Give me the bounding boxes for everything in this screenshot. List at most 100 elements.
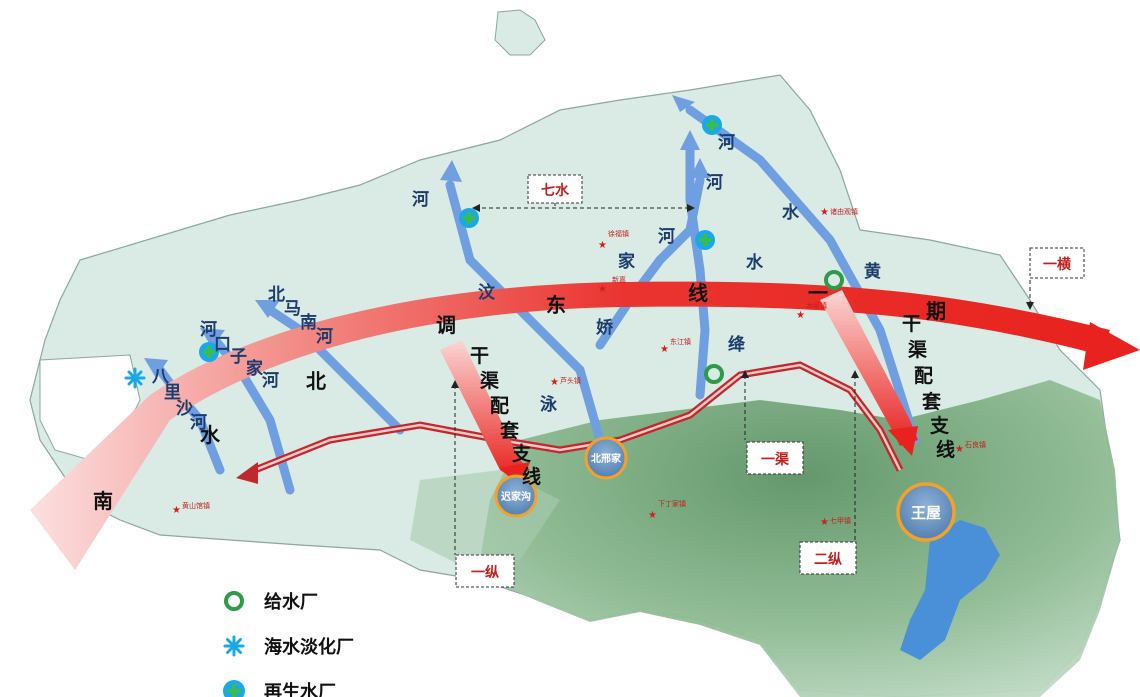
station-beixingjia: 北邢家 xyxy=(584,436,628,480)
arrowhead-west-2 xyxy=(200,328,225,348)
pointer-qishui-left-head xyxy=(472,204,480,212)
river-yong-char: 泳 xyxy=(540,394,558,415)
town-star: ★ xyxy=(598,240,607,251)
boxed-labels: 七水 一横 一渠 一纵 二纵 xyxy=(455,174,1085,588)
legend-item-water-supply: 给水厂 xyxy=(222,578,442,623)
southern-mountains xyxy=(480,380,1120,697)
main-route-char: 调 xyxy=(436,313,456,337)
town-star: ★ xyxy=(796,310,805,321)
town-star: ★ xyxy=(660,344,669,355)
reservoir xyxy=(900,520,1000,660)
town-zhuyouguan-label: 诸由观镇 xyxy=(830,207,858,216)
main-route-char: 线 xyxy=(688,281,708,305)
river-huangshui-char: 黄 xyxy=(864,261,881,282)
legend-label: 再生水厂 xyxy=(264,681,336,697)
water-supply-plant-icon xyxy=(824,270,844,290)
desalination-plant-icon xyxy=(223,635,245,656)
water-supply-plant-icon xyxy=(704,364,724,384)
river-kouzijia-char: 口 xyxy=(214,335,231,355)
town-labels: 诸由观镇 徐福镇 新嘉 芦头镇 东江镇 龙泉镇 黄山馆镇 下丁家镇 七甲镇 石良… xyxy=(182,207,986,525)
label-qishui: 七水 xyxy=(527,174,583,204)
town-star: ★ xyxy=(550,377,559,388)
river-wen-char: 汶 xyxy=(478,282,496,303)
pointer-erzong-head xyxy=(851,370,859,378)
reclaimed-water-plant-icon xyxy=(695,230,715,250)
river-beimanan-char: 北 xyxy=(268,285,285,305)
town-markers: ★ ★ ★ ★ ★ ★ ★ ★ ★ ★ xyxy=(172,207,964,528)
main-route-arrow xyxy=(30,281,1140,570)
town-qijia-label: 七甲镇 xyxy=(830,516,851,525)
branch-right-text: 干 渠 配 套 支 线 xyxy=(902,313,955,461)
branch-left-char: 干 xyxy=(470,345,489,367)
town-xufu-label: 徐福镇 xyxy=(608,229,629,238)
pointer-yiheng-head xyxy=(1026,302,1034,310)
river-kouzijia-char: 子 xyxy=(230,347,247,367)
main-route-char: 南 xyxy=(93,489,113,513)
town-dongjiang-label: 东江镇 xyxy=(670,337,691,346)
plant-markers xyxy=(124,115,844,389)
station-beixingjia-label: 北邢家 xyxy=(591,452,622,465)
main-route-text: 南 水 北 调 东 线 一 期 xyxy=(93,281,946,513)
river-jiaojia-char: 河 xyxy=(658,227,675,247)
town-star: ★ xyxy=(820,207,829,218)
river-wen xyxy=(445,180,605,445)
branch-right-char: 套 xyxy=(921,390,942,413)
town-star: ★ xyxy=(648,510,657,521)
main-route-char: 东 xyxy=(546,293,566,317)
river-beimanan-char: 南 xyxy=(300,312,317,333)
legend-label: 给水厂 xyxy=(264,591,318,613)
branch-right-char: 线 xyxy=(936,438,955,461)
river-yong xyxy=(685,145,710,400)
river-kouzijia-char: 河 xyxy=(200,320,217,340)
station-chijiagou-label: 迟家沟 xyxy=(501,490,531,503)
label-erzong-text: 二纵 xyxy=(814,551,842,568)
river-bamengsha-char: 河 xyxy=(190,413,207,433)
legend-item-reclaimed: 再生水厂 xyxy=(222,668,442,697)
river-bamengsha-char: 沙 xyxy=(176,399,193,419)
river-wen-char: 河 xyxy=(412,190,429,210)
reclaimed-water-plant-icon xyxy=(459,208,479,228)
desalination-plant-icon xyxy=(124,367,146,389)
arrowhead-yong xyxy=(680,130,700,150)
station-nodes: 迟家沟 北邢家 王屋 xyxy=(494,436,956,542)
branch-left-char: 配 xyxy=(490,395,509,417)
river-huangshui-char: 河 xyxy=(718,133,735,153)
river-jiaojia-char: 家 xyxy=(618,251,635,272)
river-arrowheads xyxy=(144,95,710,378)
branch-left-char: 渠 xyxy=(480,369,499,392)
river-beimanan-char: 马 xyxy=(284,299,301,319)
legend-item-desalination: 海水淡化厂 xyxy=(222,623,442,668)
river-kouzijia-char: 家 xyxy=(246,358,263,379)
main-route-char: 一 xyxy=(808,281,828,305)
main-route-arrowhead xyxy=(1083,322,1140,370)
label-yizong: 一纵 xyxy=(455,554,515,588)
river-west-1 xyxy=(265,305,405,435)
station-wangwu-label: 王屋 xyxy=(911,504,941,522)
main-route-char: 水 xyxy=(200,423,221,447)
town-huangshanguan-label: 黄山馆镇 xyxy=(182,501,210,510)
main-route-char: 北 xyxy=(306,369,326,393)
label-yiheng: 一横 xyxy=(1029,247,1085,279)
river-network xyxy=(155,105,920,495)
label-yiqu: 一渠 xyxy=(746,441,804,475)
pointer-yizong-head xyxy=(451,380,459,388)
arrowhead-huang xyxy=(672,95,695,112)
town-star: ★ xyxy=(172,505,181,516)
branch-right-char: 配 xyxy=(914,365,933,387)
branch-right-arrowhead xyxy=(888,426,918,456)
label-yiheng-text: 一横 xyxy=(1043,256,1072,273)
reclaimed-water-plant-icon xyxy=(199,342,219,362)
station-chijiagou: 迟家沟 xyxy=(494,474,538,518)
main-route-arrow-body xyxy=(30,281,1110,570)
river-huangshui-char: 河 xyxy=(706,173,723,193)
river-kouzijia-char: 河 xyxy=(262,371,279,391)
arrowhead-west-1 xyxy=(255,300,280,318)
town-xinjia-label: 新嘉 xyxy=(612,275,626,284)
arrowhead-jiaojia xyxy=(690,158,710,178)
river-beimanan-char: 河 xyxy=(316,327,333,347)
river-jiao-char: 娇 xyxy=(596,318,614,338)
town-xiadingjia-label: 下丁家镇 xyxy=(658,499,686,508)
town-star: ★ xyxy=(955,444,964,455)
river-bamengsha-char: 里 xyxy=(164,383,181,403)
